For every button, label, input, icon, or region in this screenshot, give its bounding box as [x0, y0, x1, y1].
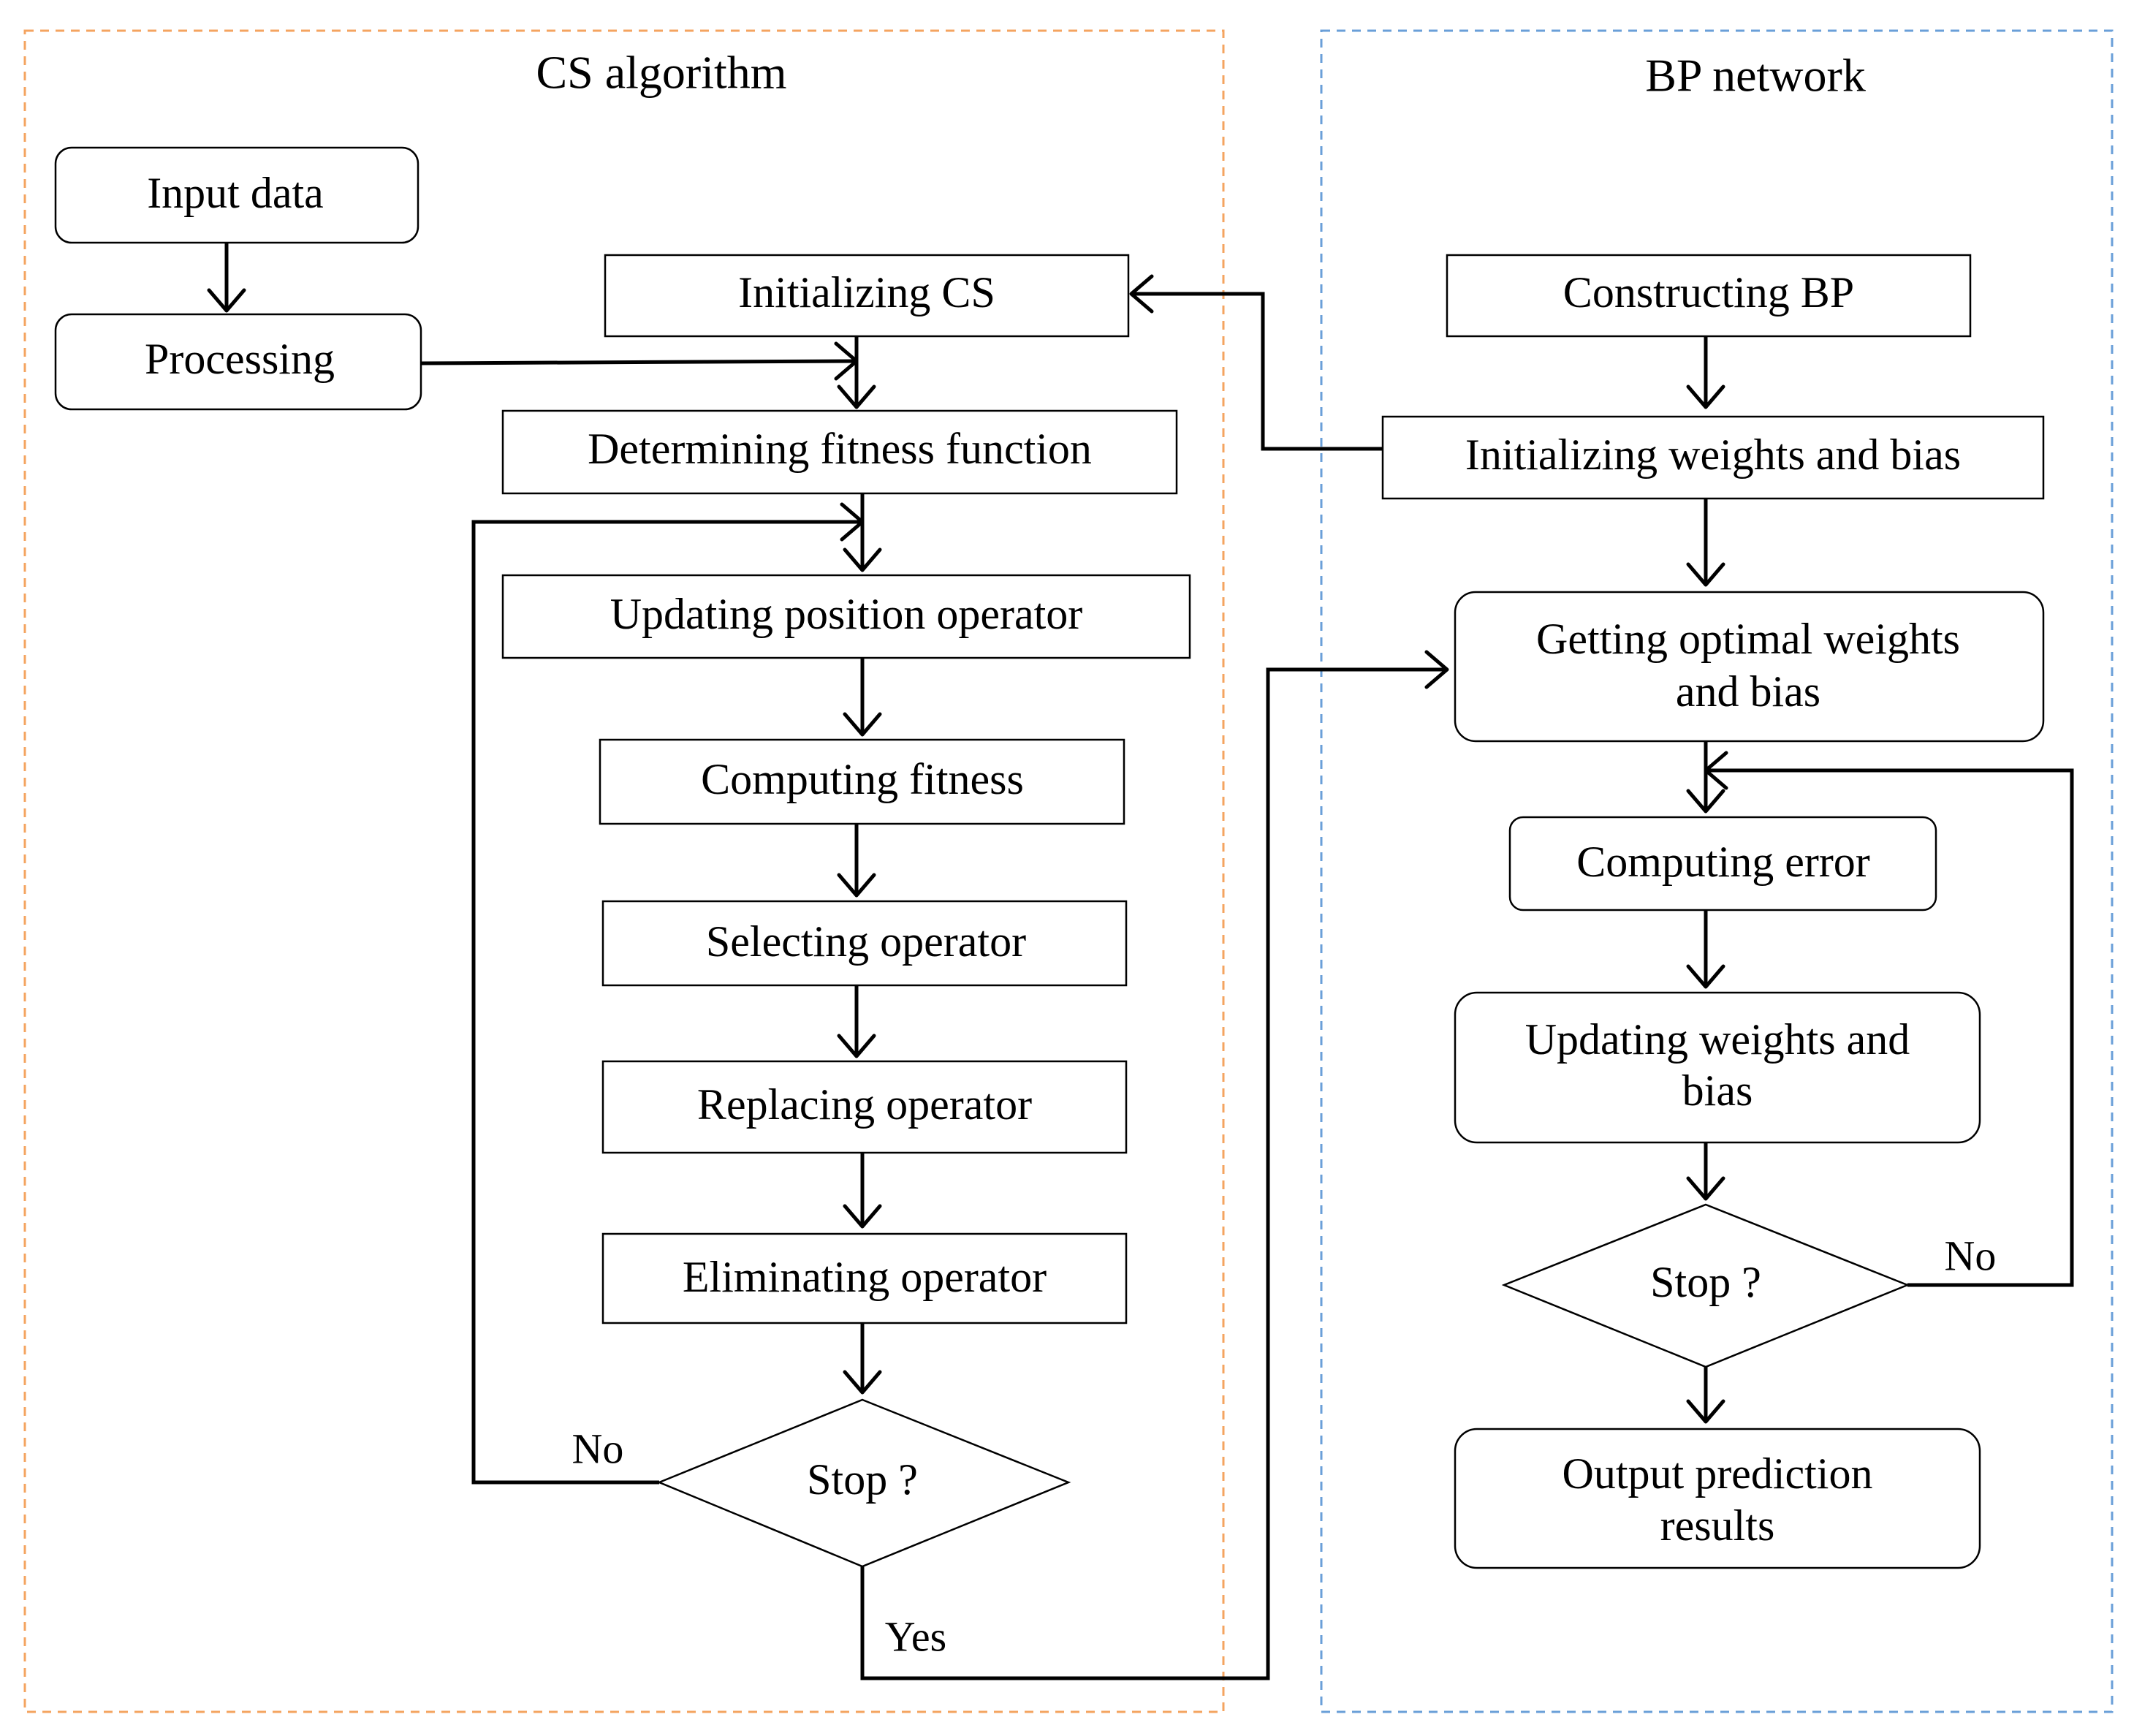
- selecting-operator-box: Selecting operator: [601, 900, 1128, 987]
- replacing-operator-label: Replacing operator: [697, 1080, 1032, 1129]
- input-data-box: Input data: [54, 146, 419, 244]
- cs-stop-decision: Stop ?: [656, 1398, 1071, 1568]
- processing-label: Processing: [145, 335, 335, 383]
- cs-yes-label: Yes: [885, 1612, 946, 1660]
- selecting-operator-label: Selecting operator: [706, 917, 1026, 966]
- processing-box: Processing: [54, 313, 422, 411]
- optimal-weights-box: Getting optimal weights and bias: [1454, 591, 2045, 743]
- replacing-operator-box: Replacing operator: [601, 1060, 1128, 1154]
- bp-no-label: No: [1945, 1232, 1997, 1279]
- optimal-weights-line2: and bias: [1676, 667, 1820, 716]
- bp-stop-decision: Stop ?: [1501, 1203, 1910, 1368]
- optimal-weights-line1: Getting optimal weights: [1536, 615, 1960, 663]
- computing-error-box: Computing error: [1508, 816, 1937, 911]
- bp-panel-title: BP network: [1645, 50, 1866, 102]
- cs-stop-label: Stop ?: [807, 1455, 918, 1504]
- initializing-weights-box: Initializing weights and bias: [1381, 415, 2045, 500]
- updating-weights-line1: Updating weights and: [1525, 1015, 1910, 1064]
- cs-panel-title: CS algorithm: [536, 47, 786, 99]
- output-results-box: Output prediction results: [1454, 1428, 1981, 1569]
- cs-panel-border: [23, 29, 1225, 1713]
- eliminating-operator-label: Eliminating operator: [683, 1253, 1047, 1301]
- cs-no-label: No: [572, 1425, 624, 1472]
- bp-stop-label: Stop ?: [1650, 1258, 1761, 1306]
- initializing-cs-box: Initializing CS: [604, 254, 1130, 338]
- updating-weights-line2: bias: [1682, 1066, 1753, 1115]
- fitness-function-box: Determining fitness function: [501, 409, 1178, 495]
- updating-weights-box: Updating weights and bias: [1454, 991, 1981, 1144]
- input-data-label: Input data: [147, 169, 324, 217]
- initializing-cs-label: Initializing CS: [738, 268, 995, 317]
- constructing-bp-label: Constructing BP: [1563, 268, 1854, 317]
- constructing-bp-box: Constructing BP: [1446, 254, 1972, 338]
- updating-position-box: Updating position operator: [501, 574, 1191, 659]
- fitness-function-label: Determining fitness function: [588, 425, 1092, 473]
- bp-panel-border: [1320, 29, 2114, 1713]
- initializing-weights-label: Initializing weights and bias: [1465, 431, 1961, 479]
- output-results-line2: results: [1660, 1501, 1775, 1550]
- updating-position-label: Updating position operator: [610, 590, 1083, 638]
- computing-fitness-label: Computing fitness: [701, 755, 1024, 803]
- connectors: [207, 243, 2074, 1680]
- output-results-line1: Output prediction: [1562, 1449, 1873, 1498]
- computing-error-label: Computing error: [1576, 838, 1870, 886]
- computing-fitness-box: Computing fitness: [599, 738, 1125, 825]
- eliminating-operator-box: Eliminating operator: [601, 1232, 1128, 1324]
